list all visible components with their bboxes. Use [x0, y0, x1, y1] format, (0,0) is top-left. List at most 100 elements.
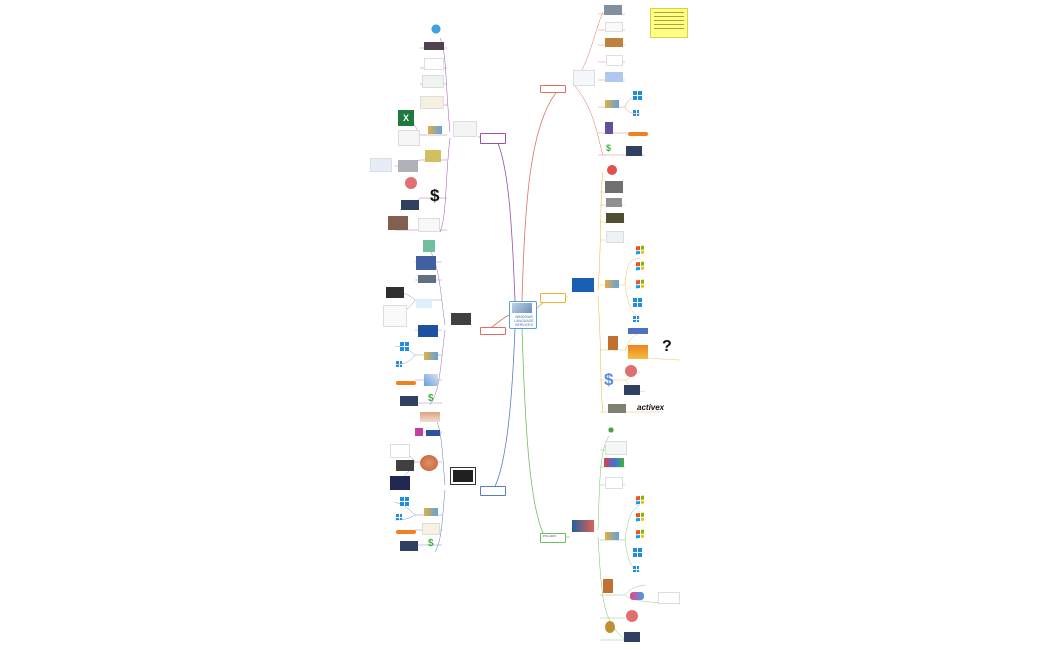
- thumbnail[interactable]: [573, 70, 595, 86]
- thumbnail[interactable]: [424, 374, 438, 386]
- thumbnail[interactable]: [425, 150, 441, 162]
- windows-logo-icon: [633, 548, 642, 557]
- thumbnail[interactable]: [626, 146, 642, 156]
- thumbnail[interactable]: [605, 38, 623, 47]
- thumbnail[interactable]: [398, 130, 420, 146]
- badge: [628, 132, 648, 136]
- thumbnail[interactable]: [605, 532, 619, 540]
- thumbnail[interactable]: [416, 256, 436, 270]
- connector-top-left: [494, 136, 516, 302]
- badge: [396, 530, 416, 534]
- activex-logo: activex: [637, 403, 665, 412]
- thumbnail[interactable]: [401, 200, 419, 210]
- thumbnail[interactable]: [398, 160, 418, 172]
- branch-label-polaris: POLARIS: [543, 534, 557, 538]
- thumbnail[interactable]: [606, 231, 624, 243]
- dollar-icon: $: [430, 186, 440, 205]
- windows-logo-icon: [396, 514, 402, 520]
- thumbnail[interactable]: [422, 523, 440, 535]
- dollar-icon: $: [428, 538, 434, 549]
- thumbnail[interactable]: [607, 165, 617, 175]
- windows-logo-icon: [636, 495, 644, 505]
- thumbnail[interactable]: [628, 345, 648, 359]
- thumbnail[interactable]: [420, 412, 440, 422]
- windows-logo-icon: [396, 361, 402, 367]
- thumbnail[interactable]: [428, 126, 442, 134]
- thumbnail[interactable]: [606, 55, 623, 66]
- thumbnail[interactable]: [605, 280, 619, 288]
- dollar-icon: $: [428, 393, 434, 404]
- branch-node-bottom-right[interactable]: [540, 533, 566, 543]
- thumbnail[interactable]: [625, 365, 637, 377]
- windows-logo-icon: [400, 342, 409, 351]
- thumbnail[interactable]: [453, 121, 477, 137]
- thumbnail[interactable]: [605, 22, 623, 32]
- connector-bottom-left: [492, 326, 516, 491]
- thumbnail[interactable]: [572, 278, 594, 292]
- windows-logo-icon: [633, 91, 642, 100]
- thumbnail[interactable]: [383, 305, 407, 327]
- thumbnail[interactable]: [422, 75, 444, 88]
- thumbnail[interactable]: [605, 621, 615, 633]
- thumbnail[interactable]: [606, 213, 624, 223]
- thumbnail[interactable]: [420, 96, 444, 109]
- thumbnail[interactable]: [604, 5, 622, 15]
- thumbnail[interactable]: [416, 300, 432, 308]
- branch-node-mid-right[interactable]: [540, 293, 566, 303]
- thumbnail[interactable]: [608, 336, 618, 350]
- windows-logo-icon: [636, 529, 644, 539]
- thumbnail[interactable]: [386, 287, 404, 298]
- thumbnail[interactable]: [605, 477, 623, 489]
- thumbnail[interactable]: [415, 428, 423, 436]
- thumbnail[interactable]: [418, 325, 438, 337]
- thumbnail[interactable]: [604, 458, 624, 467]
- thumbnail[interactable]: [418, 218, 440, 232]
- thumbnail[interactable]: [606, 198, 622, 207]
- thumbnail[interactable]: [624, 632, 640, 642]
- thumbnail[interactable]: [423, 240, 435, 252]
- thumbnail[interactable]: [451, 313, 471, 325]
- branch-node-top-left[interactable]: [480, 133, 506, 144]
- thumbnail[interactable]: [424, 42, 444, 50]
- windows-logo-icon: [633, 316, 639, 322]
- windows-logo-icon: [636, 261, 644, 271]
- thumbnail[interactable]: [626, 610, 638, 622]
- thumbnail[interactable]: [396, 460, 414, 471]
- thumbnail[interactable]: [370, 158, 392, 172]
- thumbnail[interactable]: [605, 122, 613, 134]
- thumbnail[interactable]: [420, 455, 438, 471]
- thumbnail[interactable]: [572, 520, 594, 532]
- connector-top-right: [521, 87, 561, 302]
- thumbnail[interactable]: [605, 72, 623, 82]
- windows-logo-icon: [636, 245, 644, 255]
- thumbnail[interactable]: [658, 592, 680, 604]
- branch-node-bottom-left[interactable]: [480, 486, 506, 496]
- thumbnail[interactable]: [450, 467, 476, 485]
- branch-node-top-right[interactable]: [540, 85, 566, 93]
- thumbnail[interactable]: [608, 404, 626, 413]
- thumbnail[interactable]: [400, 396, 418, 406]
- thumbnail[interactable]: [603, 579, 613, 593]
- sticky-note: [650, 8, 688, 38]
- thumbnail[interactable]: [630, 592, 644, 600]
- thumbnail[interactable]: [405, 177, 417, 189]
- thumbnail[interactable]: [418, 275, 436, 283]
- thumbnail[interactable]: [388, 216, 408, 230]
- thumbnail[interactable]: [624, 385, 640, 395]
- thumbnail[interactable]: [605, 424, 617, 436]
- windows-logo-icon: [636, 279, 644, 289]
- thumbnail[interactable]: [605, 181, 623, 193]
- thumbnail[interactable]: [605, 441, 627, 455]
- thumbnail[interactable]: [400, 541, 418, 551]
- thumbnail[interactable]: [605, 100, 619, 108]
- thumbnail[interactable]: [424, 352, 438, 360]
- thumbnail[interactable]: [390, 444, 410, 458]
- branch-node-mid-left[interactable]: [480, 327, 506, 335]
- question-icon: ?: [662, 338, 672, 355]
- thumbnail[interactable]: [428, 22, 444, 36]
- thumbnail[interactable]: [426, 430, 440, 436]
- thumbnail[interactable]: [424, 508, 438, 516]
- thumbnail[interactable]: [390, 476, 410, 490]
- thumbnail[interactable]: [628, 328, 648, 334]
- thumbnail[interactable]: [424, 58, 444, 70]
